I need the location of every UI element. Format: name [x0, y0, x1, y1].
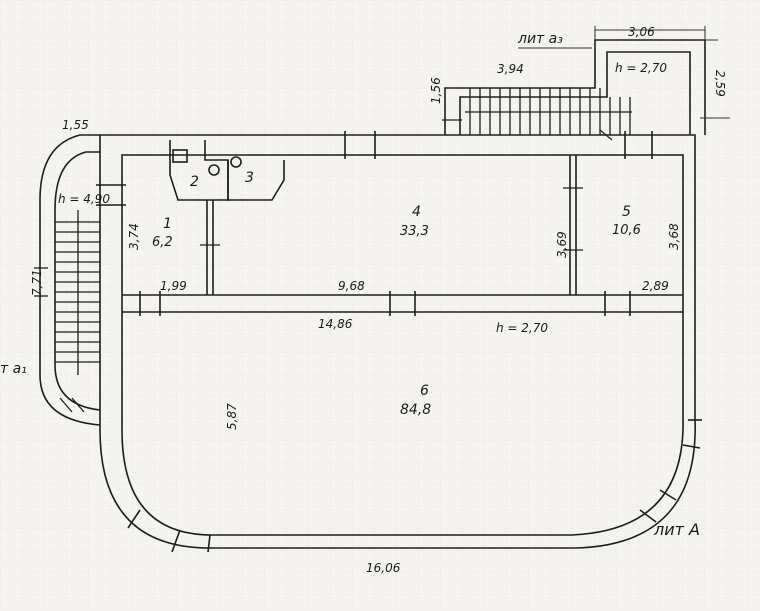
dim-3-69: 3,69 — [555, 231, 569, 258]
dim-1-99: 1,99 — [160, 279, 187, 293]
sink-fixture-2 — [230, 156, 242, 168]
room-2-number: 2 — [190, 174, 199, 190]
dim-2-89: 2,89 — [642, 279, 669, 293]
room-4-area: 33,3 — [400, 224, 429, 239]
dim-16-06: 16,06 — [366, 561, 401, 575]
height-stair-left: h = 4,90 — [58, 192, 111, 206]
room-6-area: 84,8 — [400, 402, 432, 418]
inner-wall — [121, 154, 684, 536]
dim-14-86: 14,86 — [318, 317, 353, 331]
room-3-walls — [227, 160, 285, 201]
room-5-area: 10,6 — [612, 223, 641, 238]
dim-7-71: 7,71 — [30, 269, 44, 296]
dim-3-94: 3,94 — [497, 62, 524, 76]
dim-9-68: 9,68 — [338, 279, 365, 293]
dim-1-56: 1,56 — [429, 77, 443, 104]
room-1-number: 1 — [163, 216, 172, 232]
height-main: h = 2,70 — [496, 321, 549, 335]
lit-a1-label: т а₁ — [0, 361, 27, 377]
room-5-number: 5 — [622, 204, 631, 220]
stair-treads-left — [55, 210, 100, 375]
room-4-number: 4 — [412, 204, 421, 220]
toilet-fixture — [172, 149, 188, 163]
room-1-area: 6,2 — [152, 235, 173, 250]
room-3-number: 3 — [245, 170, 254, 186]
stair-annex-a3 — [444, 39, 706, 135]
dim-5-87: 5,87 — [225, 403, 239, 430]
window-bottom — [171, 529, 181, 553]
dim-2-59: 2,59 — [713, 70, 727, 97]
stair-treads-top — [465, 88, 632, 135]
room-6-number: 6 — [420, 383, 429, 399]
dim-3-74: 3,74 — [127, 223, 141, 250]
outer-wall — [99, 134, 696, 549]
dim-3-68: 3,68 — [667, 223, 681, 250]
lit-a3-label: лит а₃ — [518, 31, 563, 47]
dim-1-55: 1,55 — [62, 118, 89, 132]
lit-A-label: лит А — [654, 520, 700, 539]
stair-annex-a1 — [39, 134, 101, 426]
dim-3-06: 3,06 — [628, 25, 655, 39]
height-annex-top: h = 2,70 — [615, 61, 668, 75]
sink-fixture-1 — [208, 164, 220, 176]
